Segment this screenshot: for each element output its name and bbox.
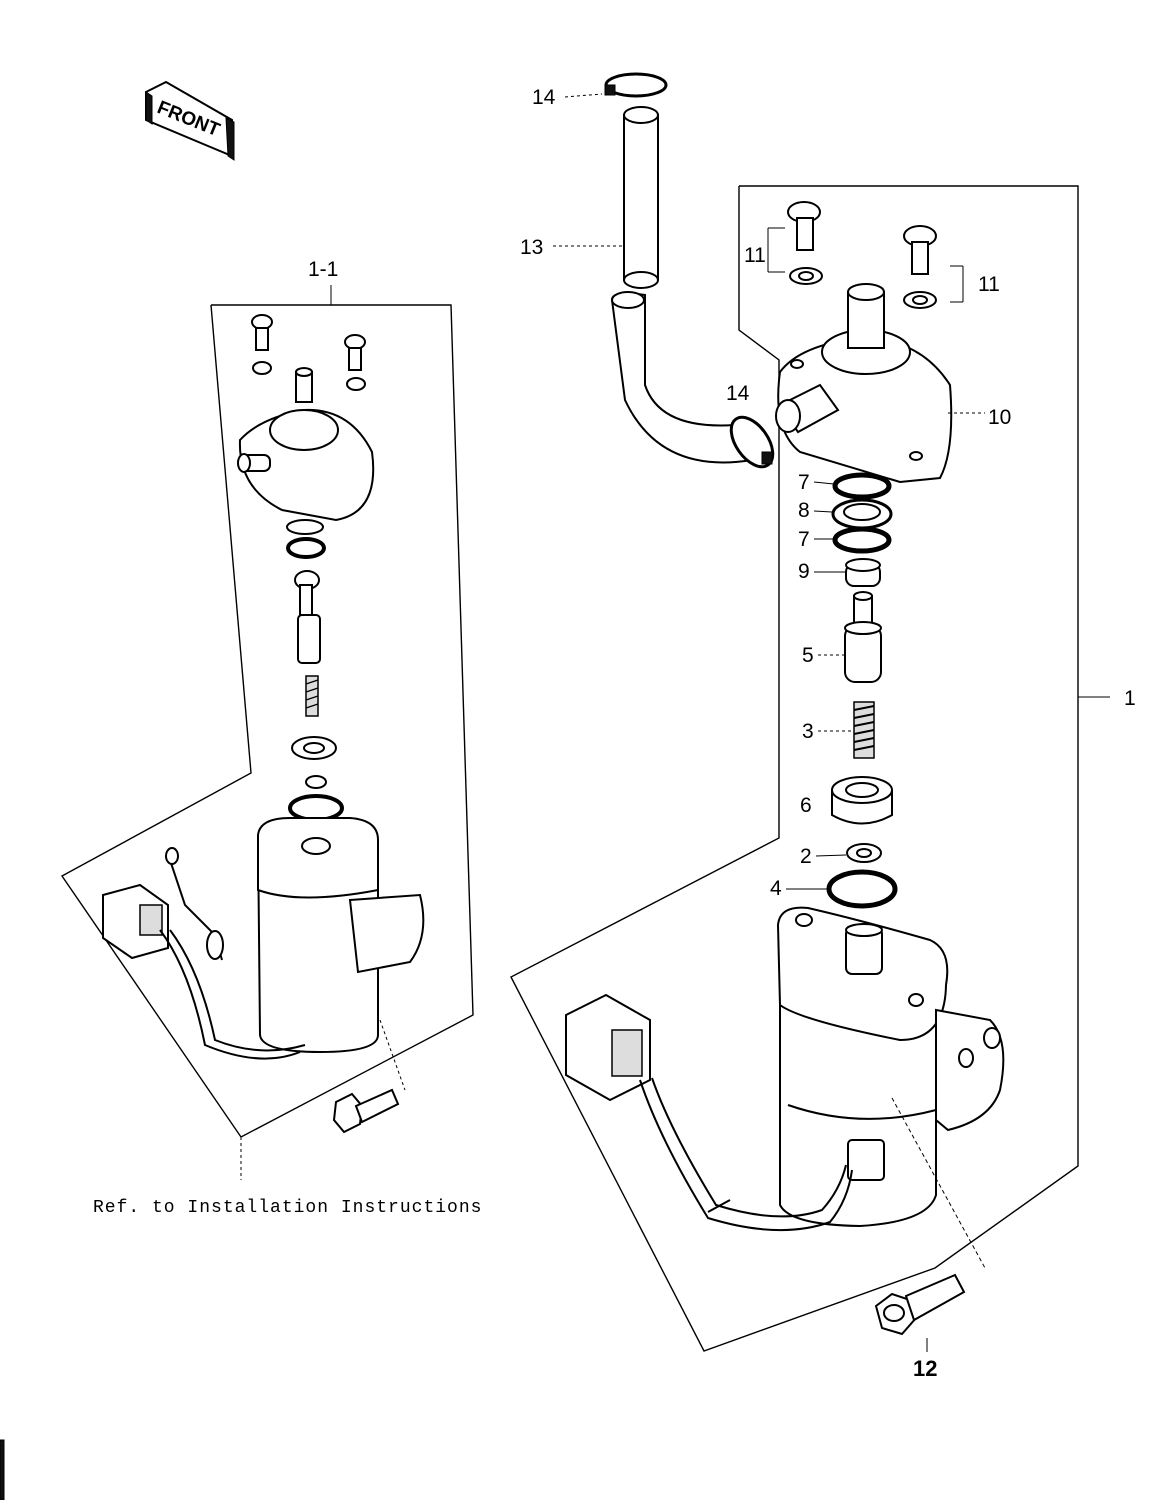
assembly-1-1-outline: 1-1 xyxy=(60,258,474,1180)
clamp-14-mid xyxy=(729,415,775,469)
callout-11-left: 11 xyxy=(744,244,766,267)
callout-13: 13 xyxy=(520,236,543,259)
connector-and-wires xyxy=(565,993,853,1232)
callout-8: 8 xyxy=(798,499,810,522)
o-ring-4 xyxy=(826,869,898,909)
callout-14-top: 14 xyxy=(532,86,556,109)
hose-13 xyxy=(610,106,754,464)
cover-10 xyxy=(775,283,953,484)
o-ring-7-top xyxy=(832,472,892,500)
callout-1-1: 1-1 xyxy=(308,258,338,281)
callout-11-right: 11 xyxy=(978,273,1000,296)
spring-3 xyxy=(853,701,875,759)
callout-2: 2 xyxy=(800,845,812,868)
callout-7-top: 7 xyxy=(798,471,810,494)
seat-6 xyxy=(831,776,893,825)
callout-9: 9 xyxy=(798,560,810,583)
bolt-12: 12 xyxy=(874,1097,986,1381)
washer-2 xyxy=(846,843,882,863)
callout-7-bottom: 7 xyxy=(798,528,810,551)
page-edge-mark xyxy=(0,1439,5,1500)
installation-note: Ref. to Installation Instructions xyxy=(93,1198,482,1218)
callout-5: 5 xyxy=(802,644,814,667)
ring-8-inner xyxy=(843,503,881,521)
clamp-14-top xyxy=(604,72,668,98)
callout-6: 6 xyxy=(800,794,812,817)
assembly-1-outline: 1 xyxy=(510,185,1136,1352)
screws-11-left xyxy=(787,201,823,285)
callout-labels: 14 13 11 11 14 10 7 8 7 9 5 3 6 2 4 xyxy=(520,86,1011,900)
callout-1: 1 xyxy=(1124,687,1136,710)
front-direction-badge: FRONT xyxy=(145,80,235,161)
callout-10: 10 xyxy=(988,406,1011,429)
screws-11-right xyxy=(903,225,937,309)
assembly-1-1-parts xyxy=(102,314,425,1134)
valve-9 xyxy=(845,558,881,587)
callout-3: 3 xyxy=(802,720,814,743)
o-ring-7-bottom xyxy=(832,526,892,554)
plunger-5 xyxy=(844,591,882,683)
pump-body xyxy=(776,906,1005,1228)
callout-4: 4 xyxy=(770,877,782,900)
callout-14-mid: 14 xyxy=(726,382,750,405)
callout-12: 12 xyxy=(913,1356,937,1381)
